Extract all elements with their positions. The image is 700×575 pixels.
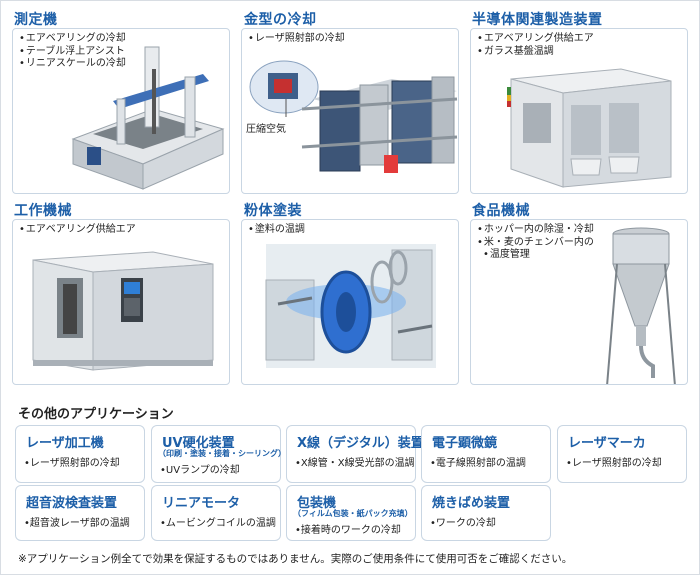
card-title: 包装機 bbox=[297, 496, 337, 511]
disclaimer-footnote: ※アプリケーション例全てで効果を保証するものではありません。実際のご使用条件にて… bbox=[18, 553, 573, 565]
card-laser-processing: レーザ加工機 レーザ照射部の冷却 bbox=[15, 425, 145, 483]
card-ultrasonic-inspection: 超音波検査装置 超音波レーザ部の温調 bbox=[15, 485, 145, 541]
app-card-semiconductor-equipment: エアベアリング供給エア ガラス基盤温調 bbox=[470, 28, 688, 194]
card-title: 電子顕微鏡 bbox=[432, 436, 498, 451]
card-uv-curing: UV硬化装置 （印刷・塗装・接着・シーリング） UVランプの冷却 bbox=[151, 425, 286, 483]
card-desc: レーザ照射部の冷却 bbox=[566, 454, 662, 469]
app-title-semiconductor-equipment: 半導体関連製造装置 bbox=[472, 12, 603, 28]
bullet: リニアスケールの冷却 bbox=[19, 58, 126, 71]
card-desc: UVランプの冷却 bbox=[160, 461, 240, 476]
bullet: テーブル浮上アシスト bbox=[19, 46, 126, 59]
bullet: エアベアリングの冷却 bbox=[19, 33, 126, 46]
card-title: レーザ加工機 bbox=[26, 436, 104, 451]
app-card-mold-cooling: レーザ照射部の冷却 圧縮空気 bbox=[241, 28, 459, 194]
other-applications-title: その他のアプリケーション bbox=[18, 407, 174, 422]
card-title: 焼きばめ装置 bbox=[432, 496, 511, 511]
powder-coating-illustration bbox=[265, 244, 436, 368]
card-desc: ワークの冷却 bbox=[430, 514, 496, 529]
app-card-powder-coating: 塗料の温調 bbox=[241, 219, 459, 385]
bullet: エアベアリング供給エア bbox=[19, 224, 136, 237]
card-packaging-machine: 包装機 （フィルム包装・紙パック充填） 接着時のワークの冷却 bbox=[286, 485, 416, 541]
app-bullets: エアベアリングの冷却 テーブル浮上アシスト リニアスケールの冷却 bbox=[19, 33, 126, 71]
card-subtitle: （フィルム包装・紙パック充填） bbox=[293, 509, 413, 518]
card-title: UV硬化装置 bbox=[162, 436, 235, 451]
card-linear-motor: リニアモータ ムービングコイルの温調 bbox=[151, 485, 281, 541]
app-card-food-machinery: ホッパー内の除湿・冷却 米・麦のチェンバー内の 温度管理 bbox=[470, 219, 688, 385]
semiconductor-illustration bbox=[507, 68, 672, 188]
bullet: 塗料の温調 bbox=[248, 224, 305, 237]
app-bullets: エアベアリング供給エア bbox=[19, 224, 136, 237]
bullet: ホッパー内の除湿・冷却 bbox=[477, 224, 594, 237]
machine-tool-illustration bbox=[32, 251, 214, 371]
app-title-powder-coating: 粉体塗装 bbox=[244, 203, 302, 219]
app-title-measuring-machine: 測定機 bbox=[14, 12, 58, 28]
compressed-air-label: 圧縮空気 bbox=[246, 124, 286, 135]
app-title-mold-cooling: 金型の冷却 bbox=[244, 12, 317, 28]
app-bullets: 塗料の温調 bbox=[248, 224, 305, 237]
app-bullets: エアベアリング供給エア ガラス基盤温調 bbox=[477, 33, 594, 58]
card-title: 超音波検査装置 bbox=[26, 496, 118, 511]
card-title: リニアモータ bbox=[162, 496, 241, 511]
card-title: レーザマーカ bbox=[568, 436, 646, 451]
cmm-illustration bbox=[71, 46, 225, 190]
card-electron-microscope: 電子顕微鏡 電子線照射部の温調 bbox=[421, 425, 551, 483]
bullet-continuation: 温度管理 bbox=[477, 249, 594, 262]
app-bullets: レーザ照射部の冷却 bbox=[248, 33, 345, 46]
bullet: レーザ照射部の冷却 bbox=[248, 33, 345, 46]
bullet: ガラス基盤温調 bbox=[477, 46, 594, 59]
card-desc: 超音波レーザ部の温調 bbox=[24, 514, 130, 529]
card-desc: X線管・X線受光部の温調 bbox=[295, 454, 415, 469]
card-xray-equipment: X線（デジタル）装置 X線管・X線受光部の温調 bbox=[286, 425, 424, 483]
card-desc: レーザ照射部の冷却 bbox=[24, 454, 120, 469]
app-title-machine-tool: 工作機械 bbox=[14, 203, 72, 219]
card-desc: ムービングコイルの温調 bbox=[160, 514, 276, 529]
app-bullets: ホッパー内の除湿・冷却 米・麦のチェンバー内の 温度管理 bbox=[477, 224, 594, 262]
bullet: 米・麦のチェンバー内の bbox=[477, 237, 594, 250]
card-laser-marker: レーザマーカ レーザ照射部の冷却 bbox=[557, 425, 687, 483]
bullet: エアベアリング供給エア bbox=[477, 33, 594, 46]
hopper-illustration bbox=[606, 227, 676, 384]
card-desc: 接着時のワークの冷却 bbox=[295, 521, 401, 536]
mold-illustration bbox=[249, 60, 458, 173]
card-desc: 電子線照射部の温調 bbox=[430, 454, 526, 469]
card-shrink-fitting: 焼きばめ装置 ワークの冷却 bbox=[421, 485, 551, 541]
card-title: X線（デジタル）装置 bbox=[297, 436, 424, 451]
card-subtitle: （印刷・塗装・接着・シーリング） bbox=[158, 449, 286, 458]
app-title-food-machinery: 食品機械 bbox=[472, 203, 530, 219]
app-card-machine-tool: エアベアリング供給エア bbox=[12, 219, 230, 385]
app-card-measuring-machine: エアベアリングの冷却 テーブル浮上アシスト リニアスケールの冷却 bbox=[12, 28, 230, 194]
